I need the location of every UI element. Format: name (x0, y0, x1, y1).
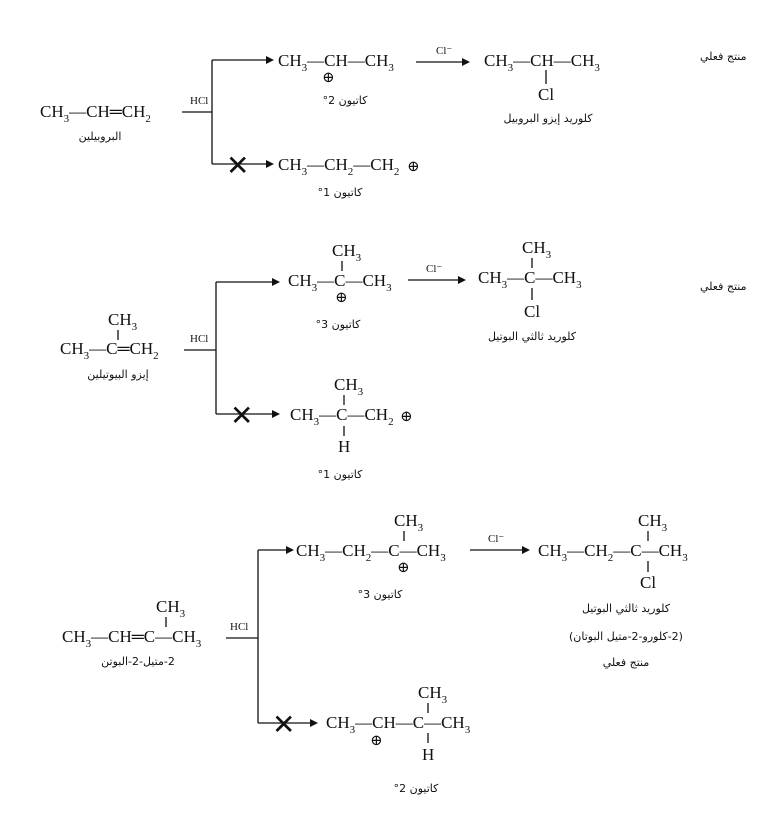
r3-product-top-methyl: CH3 (638, 511, 668, 534)
r2-reagent: HCl (190, 333, 208, 345)
r2-nucleophile: Cl⁻ (426, 263, 442, 275)
r3-major-charge-icon: ⊕ (397, 560, 410, 576)
r1-blocked-cross-icon: ✕ (226, 151, 249, 182)
r1-minor-cation-label: كاتيون 1° (318, 186, 363, 199)
r2-start-name: إيزو البيوتيلين (87, 368, 148, 381)
r1-product-formula: CH3—CH—CH3 (484, 51, 600, 74)
r3-blocked-cross-icon: ✕ (272, 710, 295, 741)
r1-nucleophile: Cl⁻ (436, 45, 452, 57)
r2-start-top-methyl: CH3 (108, 310, 138, 333)
r2-major-cation-formula: CH3—C—CH3 (288, 271, 392, 294)
r1-product-substituent: Cl (538, 85, 554, 104)
r3-minor-cation-label: كاتيون 2° (394, 782, 439, 795)
r3-product-formula: CH3—CH2—C—CH3 (538, 541, 688, 564)
r3-minor-charge-icon: ⊕ (370, 733, 383, 749)
r2-product-substituent: Cl (524, 302, 540, 321)
r2-minor-cation-formula: CH3—C—CH2 (290, 405, 394, 428)
reaction-2: CH3 CH3—C═CH2 إيزو البيوتيلين HCl ✕ CH3 … (60, 238, 747, 481)
r2-cl-arrow-head (458, 276, 466, 284)
r3-start-name: 2-متيل-2-البوتن (101, 655, 175, 668)
r2-start-formula: CH3—C═CH2 (60, 339, 159, 362)
r1-cl-arrow-head (462, 58, 470, 66)
r3-minor-bottom-h: H (422, 745, 434, 764)
r3-minor-top-methyl: CH3 (418, 683, 448, 706)
r3-major-cation-label: كاتيون 3° (358, 588, 403, 601)
r1-reagent: HCl (190, 95, 208, 107)
r1-note: منتج فعلي (700, 50, 747, 63)
r1-arrow-major-head (266, 56, 274, 64)
r1-major-charge-icon: ⊕ (322, 70, 335, 86)
r2-minor-charge-icon: ⊕ (400, 409, 413, 425)
r3-major-top-methyl: CH3 (394, 511, 424, 534)
r3-arrow-major-head (286, 546, 294, 554)
r3-start-formula: CH3—CH═C—CH3 (62, 627, 202, 650)
r2-minor-cation-label: كاتيون 1° (318, 468, 363, 481)
r1-minor-cation-formula: CH3—CH2—CH2 (278, 155, 399, 178)
r2-major-top-methyl: CH3 (332, 241, 362, 264)
reaction-3: CH3 CH3—CH═C—CH3 2-متيل-2-البوتن HCl ✕ C… (62, 511, 688, 795)
r1-major-cation-formula: CH3—CH—CH3 (278, 51, 394, 74)
r2-arrow-minor-head (272, 410, 280, 418)
r2-product-top-methyl: CH3 (522, 238, 552, 261)
r2-blocked-cross-icon: ✕ (230, 401, 253, 432)
r3-major-cation-formula: CH3—CH2—C—CH3 (296, 541, 446, 564)
r3-minor-cation-formula: CH3—CH—C—CH3 (326, 713, 471, 736)
r3-product-name: كلوريد ثالثي البوتيل (582, 602, 671, 615)
r2-product-name: كلوريد ثالثي البوتيل (488, 330, 577, 343)
r3-nucleophile: Cl⁻ (488, 533, 504, 545)
r2-major-cation-label: كاتيون 3° (316, 318, 361, 331)
r3-cl-arrow-head (522, 546, 530, 554)
r3-start-top-methyl: CH3 (156, 597, 186, 620)
r1-start-name: البروبيلين (79, 130, 122, 143)
r2-note: منتج فعلي (700, 280, 747, 293)
r1-arrow-minor-head (266, 160, 274, 168)
r2-major-charge-icon: ⊕ (335, 290, 348, 306)
r1-minor-charge-icon: ⊕ (407, 159, 420, 175)
r3-product-substituent: Cl (640, 573, 656, 592)
r2-minor-top-methyl: CH3 (334, 375, 364, 398)
r2-arrow-major-head (272, 278, 280, 286)
reaction-1: CH3—CH═CH2 البروبيلين HCl ✕ CH3—CH—CH3 ⊕… (40, 45, 747, 199)
r1-major-cation-label: كاتيون 2° (323, 94, 368, 107)
r3-arrow-minor-head (310, 719, 318, 727)
r3-note: منتج فعلي (603, 656, 650, 669)
r2-minor-bottom-h: H (338, 437, 350, 456)
r3-product-name-alt: (2-كلورو-2-متيل البوتان) (569, 630, 683, 643)
r1-product-name: كلوريد إيزو البروبيل (503, 112, 593, 125)
r2-product-formula: CH3—C—CH3 (478, 268, 582, 291)
r1-start-formula: CH3—CH═CH2 (40, 102, 151, 125)
r3-reagent: HCl (230, 621, 248, 633)
